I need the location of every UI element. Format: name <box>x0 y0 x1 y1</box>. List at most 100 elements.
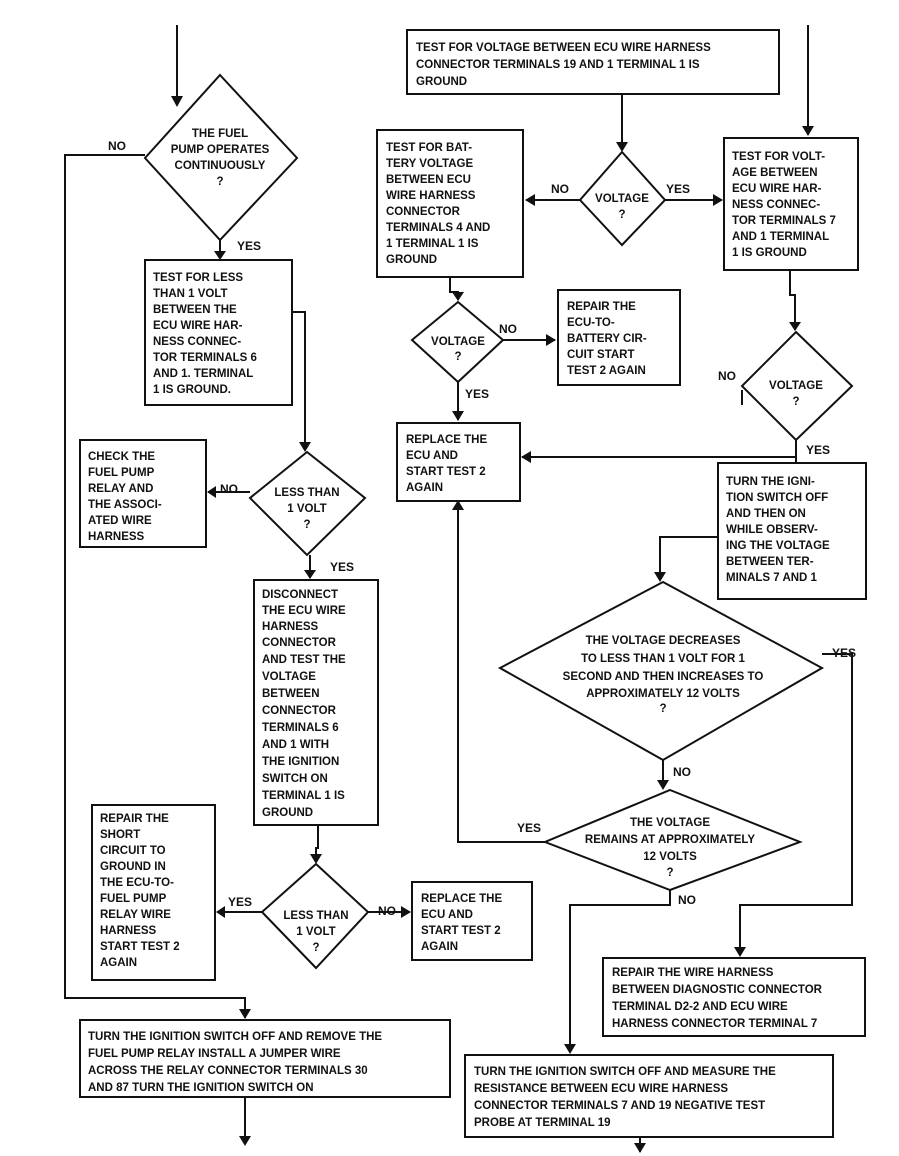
label-yes: YES <box>806 443 830 457</box>
box-repair-ecu-battery-line2: ECU-TO- <box>567 317 615 329</box>
decision-voltage-right: VOLTAGE ? <box>740 330 854 442</box>
decision-fuel-pump-continuous: THE FUEL PUMP OPERATES CONTINUOUSLY ? <box>143 73 299 242</box>
decision-voltage-top: VOLTAGE ? <box>578 150 667 247</box>
label-yes: YES <box>832 646 856 660</box>
label-no: NO <box>378 904 396 918</box>
box-disconnect-line10: AND 1 WITH <box>262 739 329 751</box>
decision-voltage-left-line1: VOLTAGE <box>431 336 485 348</box>
box-disconnect-line3: HARNESS <box>262 621 319 633</box>
box-turn-ignition-observe: TURN THE IGNI- TION SWITCH OFF AND THEN … <box>717 462 867 600</box>
box-repair-ecu-battery-line4: CUIT START <box>567 349 635 361</box>
box-disconnect-line12: SWITCH ON <box>262 773 328 785</box>
decision-less-than-1-a-line3: ? <box>303 519 310 531</box>
box-measure-resistance: TURN THE IGNITION SWITCH OFF AND MEASURE… <box>464 1054 834 1138</box>
decision-voltage-decreases: THE VOLTAGE DECREASES TO LESS THAN 1 VOL… <box>497 580 825 762</box>
connectors <box>64 25 853 1152</box>
box-replace-ecu-1-line4: AGAIN <box>406 482 443 494</box>
box-turn-ignition-line1: TURN THE IGNI- <box>726 476 815 488</box>
box-battery-voltage: TEST FOR BAT- TERY VOLTAGE BETWEEN ECU W… <box>376 129 524 278</box>
box-check-relay-line3: RELAY AND <box>88 483 153 495</box>
box-replace-ecu-2-line3: START TEST 2 <box>421 925 501 937</box>
decision-voltage-remains-line1: THE VOLTAGE <box>630 817 710 829</box>
box-replace-ecu-1: REPLACE THE ECU AND START TEST 2 AGAIN <box>396 422 521 502</box>
box-battery-voltage-line6: TERMINALS 4 AND <box>386 222 490 234</box>
box-disconnect-line9: TERMINALS 6 <box>262 722 339 734</box>
box-replace-ecu-1-line1: REPLACE THE <box>406 434 487 446</box>
box-battery-voltage-line1: TEST FOR BAT- <box>386 142 472 154</box>
box-check-relay-line4: THE ASSOCI- <box>88 499 162 511</box>
box-repair-ecu-battery-line1: REPAIR THE <box>567 301 636 313</box>
box-repair-short-line1: REPAIR THE <box>100 813 169 825</box>
decision-voltage-top-line1: VOLTAGE <box>595 193 649 205</box>
box-check-relay-line5: ATED WIRE <box>88 515 152 527</box>
box-repair-short-line5: THE ECU-TO- <box>100 877 174 889</box>
decision-voltage-remains-line2: REMAINS AT APPROXIMATELY <box>585 834 755 846</box>
box-disconnect-line8: CONNECTOR <box>262 705 337 717</box>
decision-voltage-right-line2: ? <box>792 396 799 408</box>
box-check-relay-line6: HARNESS <box>88 531 145 543</box>
box-repair-short-line7: RELAY WIRE <box>100 909 171 921</box>
box-repair-short-line8: HARNESS <box>100 925 157 937</box>
decision-voltage-decreases-line1: THE VOLTAGE DECREASES <box>586 635 741 647</box>
box-remove-relay-line3: ACROSS THE RELAY CONNECTOR TERMINALS 30 <box>88 1065 368 1077</box>
box-test-19-1-line3: GROUND <box>416 76 467 88</box>
box-remove-relay-line4: AND 87 TURN THE IGNITION SWITCH ON <box>88 1082 314 1094</box>
label-yes: YES <box>330 560 354 574</box>
box-less-than-1-line4: ECU WIRE HAR- <box>153 320 243 332</box>
box-turn-ignition-line4: WHILE OBSERV- <box>726 524 818 536</box>
decision-less-than-1-a: LESS THAN 1 VOLT ? <box>248 450 367 557</box>
box-turn-ignition-line2: TION SWITCH OFF <box>726 492 828 504</box>
box-disconnect-line7: BETWEEN <box>262 688 320 700</box>
box-repair-harness-line4: HARNESS CONNECTOR TERMINAL 7 <box>612 1018 817 1030</box>
box-repair-short: REPAIR THE SHORT CIRCUIT TO GROUND IN TH… <box>91 804 216 981</box>
box-battery-voltage-line2: TERY VOLTAGE <box>386 158 473 170</box>
decision-voltage-decreases-line3: SECOND AND THEN INCREASES TO <box>563 671 764 683</box>
branch-labels: NO YES NO YES NO YES NO YES NO YES YES N… <box>108 139 856 918</box>
box-less-than-1-line8: 1 IS GROUND. <box>153 384 231 396</box>
label-no: NO <box>499 322 517 336</box>
label-no: NO <box>718 369 736 383</box>
decision-voltage-decreases-line5: ? <box>659 703 666 715</box>
label-yes: YES <box>237 239 261 253</box>
box-remove-relay: TURN THE IGNITION SWITCH OFF AND REMOVE … <box>79 1019 451 1098</box>
decision-voltage-left: VOLTAGE ? <box>410 300 505 384</box>
decision-fuel-pump-line3: CONTINUOUSLY <box>175 160 266 172</box>
box-turn-ignition-line5: ING THE VOLTAGE <box>726 540 830 552</box>
box-less-than-1-line6: TOR TERMINALS 6 <box>153 352 257 364</box>
decision-voltage-remains-line4: ? <box>666 867 673 879</box>
decision-less-than-1-a-line2: 1 VOLT <box>287 503 326 515</box>
box-disconnect: DISCONNECT THE ECU WIRE HARNESS CONNECTO… <box>253 579 379 826</box>
box-voltage-7-1-line4: NESS CONNEC- <box>732 199 820 211</box>
box-less-than-1-6-1: TEST FOR LESS THAN 1 VOLT BETWEEN THE EC… <box>144 259 293 406</box>
box-measure-resistance-line4: PROBE AT TERMINAL 19 <box>474 1117 611 1129</box>
label-no: NO <box>108 139 126 153</box>
box-less-than-1-line1: TEST FOR LESS <box>153 272 243 284</box>
box-replace-ecu-2-line2: ECU AND <box>421 909 473 921</box>
box-check-relay: CHECK THE FUEL PUMP RELAY AND THE ASSOCI… <box>79 439 207 548</box>
box-repair-harness-d2: REPAIR THE WIRE HARNESS BETWEEN DIAGNOST… <box>602 957 866 1037</box>
box-battery-voltage-line4: WIRE HARNESS <box>386 190 476 202</box>
box-voltage-7-1-line3: ECU WIRE HAR- <box>732 183 822 195</box>
label-no: NO <box>220 482 238 496</box>
label-no: NO <box>678 893 696 907</box>
box-less-than-1-line5: NESS CONNEC- <box>153 336 241 348</box>
label-yes: YES <box>228 895 252 909</box>
box-replace-ecu-1-line2: ECU AND <box>406 450 458 462</box>
box-disconnect-line4: CONNECTOR <box>262 637 337 649</box>
box-repair-short-line9: START TEST 2 <box>100 941 180 953</box>
box-measure-resistance-line1: TURN THE IGNITION SWITCH OFF AND MEASURE… <box>474 1066 776 1078</box>
box-repair-ecu-battery-line3: BATTERY CIR- <box>567 333 647 345</box>
box-battery-voltage-line5: CONNECTOR <box>386 206 461 218</box>
box-replace-ecu-2-line1: REPLACE THE <box>421 893 502 905</box>
box-test-19-1-line2: CONNECTOR TERMINALS 19 AND 1 TERMINAL 1 … <box>416 59 700 71</box>
label-no: NO <box>551 182 569 196</box>
decision-fuel-pump-line4: ? <box>216 176 223 188</box>
decision-voltage-remains-line3: 12 VOLTS <box>643 851 697 863</box>
box-turn-ignition-line3: AND THEN ON <box>726 508 806 520</box>
box-remove-relay-line2: FUEL PUMP RELAY INSTALL A JUMPER WIRE <box>88 1048 341 1060</box>
box-battery-voltage-line8: GROUND <box>386 254 437 266</box>
box-test-19-1-line1: TEST FOR VOLTAGE BETWEEN ECU WIRE HARNES… <box>416 42 711 54</box>
label-yes: YES <box>517 821 541 835</box>
box-repair-short-line2: SHORT <box>100 829 140 841</box>
